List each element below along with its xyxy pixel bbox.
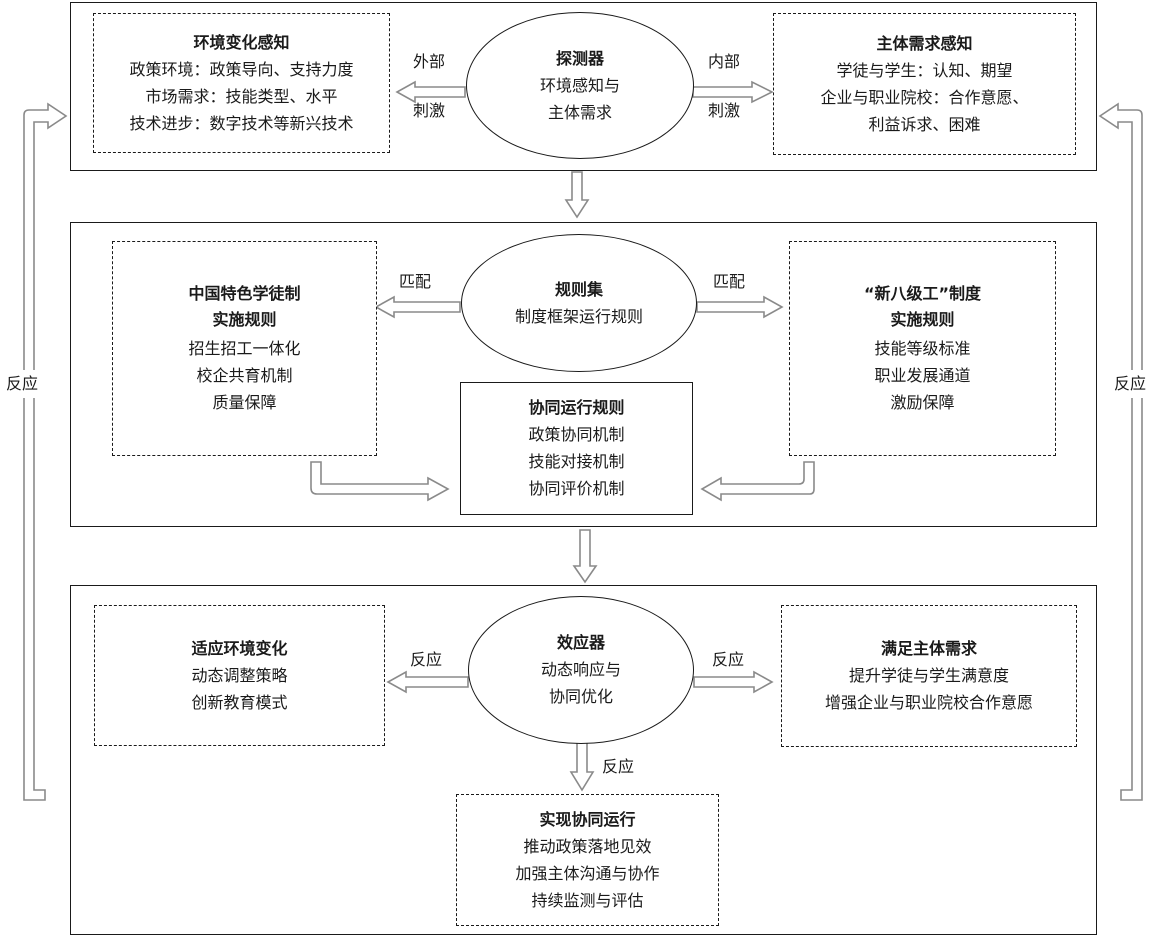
internal-stimulus-label-2: 刺激 [708,101,741,120]
right-rules-to-collab-arrow [700,461,815,502]
right-feedback-label: 反应 [1114,370,1147,398]
environment-line: 技术进步：数字技术等新兴技术 [129,113,354,133]
environment-line: 政策环境：政策导向、支持力度 [129,59,354,79]
left-feedback-arrow [46,113,74,800]
rule-set-ellipse: 规则集 制度框架运行规则 [461,234,697,372]
external-stimulus-label-2: 刺激 [413,101,446,120]
adapt-line: 动态调整策略 [191,665,288,685]
rule-set-title: 规则集 [554,279,603,299]
right-feedback-loop [1098,102,1143,801]
effector-ellipse: 效应器 动态响应与 协同优化 [468,596,694,744]
adapt-line: 创新教育模式 [191,692,288,712]
collaboration-rules-title: 协同运行规则 [528,398,625,417]
eight-level-rules-title: 实施规则 [890,310,955,329]
synergy-operation-box: 实现协同运行 推动政策落地见效 加强主体沟通与协作 持续监测与评估 [456,794,719,926]
effector-line: 协同优化 [548,687,613,706]
environment-perception-title: 环境变化感知 [193,32,290,52]
apprenticeship-rule-line: 招生招工一体化 [188,339,301,358]
rule-set-line: 制度框架运行规则 [514,306,643,326]
collaboration-rule-line: 政策协同机制 [528,425,625,444]
synergy-line: 推动政策落地见效 [523,836,652,856]
response-right-arrow [693,670,774,694]
collaboration-rule-line: 协同评价机制 [528,479,625,498]
match-left-label: 匹配 [399,272,432,291]
apprenticeship-rules-title: 中国特色学徒制 [188,284,301,303]
meet-demand-box: 满足主体需求 提升学徒与学生满意度 增强企业与职业院校合作意愿 [781,605,1077,747]
detector-title: 探测器 [555,48,604,68]
detector-ellipse: 探测器 环境感知与 主体需求 [466,12,694,159]
synergy-line: 加强主体沟通与协作 [515,863,660,883]
response-left-label: 反应 [410,650,443,669]
synergy-line: 持续监测与评估 [531,890,644,910]
response-down-arrow [569,741,595,792]
left-rules-to-collab-arrow [310,461,450,502]
apprenticeship-rule-line: 校企共育机制 [196,366,293,385]
meet-demand-line: 提升学徒与学生满意度 [848,666,1009,685]
demand-line: 利益诉求、困难 [868,114,981,134]
response-left-arrow [386,670,469,694]
subject-demand-box: 主体需求感知 学徒与学生：认知、期望 企业与职业院校：合作意愿、 利益诉求、困难 [773,13,1076,155]
detector-line: 主体需求 [547,102,612,122]
environment-line: 市场需求：技能类型、水平 [145,86,338,106]
internal-stimulus-label-1: 内部 [708,52,741,71]
external-stimulus-arrow [395,80,466,104]
down-arrow-top [564,171,590,219]
collaboration-rule-line: 技能对接机制 [528,452,625,471]
apprenticeship-rules-box: 中国特色学徒制 实施规则 招生招工一体化 校企共育机制 质量保障 [112,241,377,456]
eight-level-rules-box: “新八级工”制度 实施规则 技能等级标准 职业发展通道 激励保障 [789,241,1056,456]
demand-line: 企业与职业院校：合作意愿、 [820,87,1029,107]
effector-title: 效应器 [556,633,605,652]
down-arrow-middle [572,529,598,584]
subject-demand-title: 主体需求感知 [876,33,973,53]
adapt-environment-title: 适应环境变化 [191,638,288,658]
left-feedback-loop [23,102,68,801]
demand-line: 学徒与学生：认知、期望 [836,60,1013,80]
response-down-label: 反应 [602,757,635,776]
external-stimulus-label-1: 外部 [413,52,446,71]
effector-line: 动态响应与 [540,660,621,679]
detector-line: 环境感知与 [539,75,620,95]
eight-level-rules-title: “新八级工”制度 [863,284,982,303]
left-feedback-label: 反应 [6,370,39,398]
synergy-operation-title: 实现协同运行 [539,809,636,829]
response-right-label: 反应 [712,650,745,669]
match-right-arrow [696,295,784,319]
adapt-environment-box: 适应环境变化 动态调整策略 创新教育模式 [94,605,385,746]
apprenticeship-rule-line: 质量保障 [212,393,277,412]
apprenticeship-rules-title: 实施规则 [212,310,277,329]
match-right-label: 匹配 [713,272,746,291]
eight-level-rule-line: 职业发展通道 [874,366,971,385]
eight-level-rule-line: 技能等级标准 [874,339,971,358]
environment-perception-box: 环境变化感知 政策环境：政策导向、支持力度 市场需求：技能类型、水平 技术进步：… [93,13,390,153]
meet-demand-line: 增强企业与职业院校合作意愿 [824,693,1033,712]
collaboration-rules-box: 协同运行规则 政策协同机制 技能对接机制 协同评价机制 [460,382,693,515]
meet-demand-title: 满足主体需求 [880,639,977,658]
eight-level-rule-line: 激励保障 [890,393,955,412]
internal-stimulus-arrow [692,80,774,104]
match-left-arrow [374,295,461,319]
